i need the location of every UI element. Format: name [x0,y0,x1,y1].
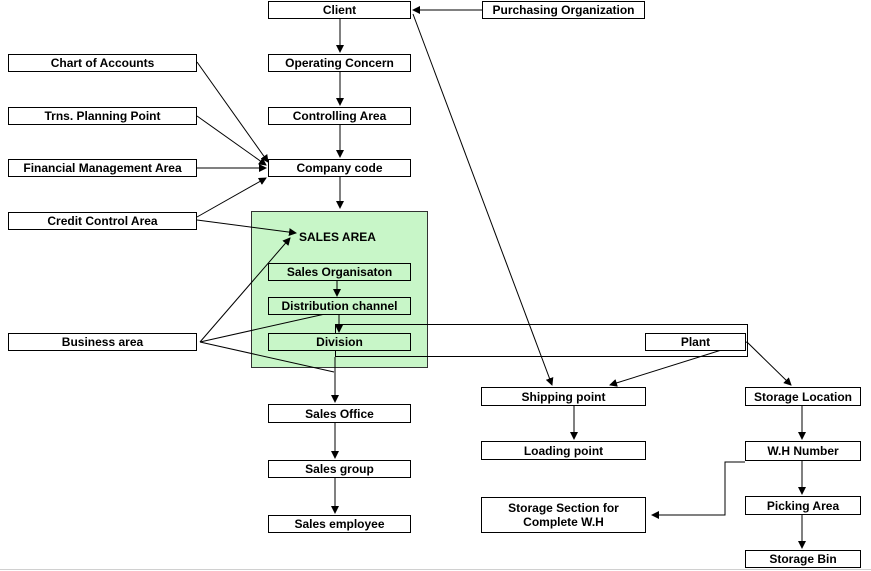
edge-business-distribution [199,311,335,343]
storage-bin-node: Storage Bin [745,550,861,568]
client-node: Client [268,1,411,19]
plant-node: Plant [645,333,746,351]
edge-chart-company [196,61,269,163]
chart-of-accounts-node: Chart of Accounts [8,54,197,72]
controlling-area-node: Controlling Area [268,107,411,125]
edge-client-shipping [412,13,554,386]
sales-employee-node: Sales employee [268,515,411,533]
edge-credit-company [196,177,267,218]
storage-section-node: Storage Section for Complete W.H [481,497,646,533]
trns-planning-point-node: Trns. Planning Point [8,107,197,125]
edge-plant-storageloc [746,341,792,386]
loading-point-node: Loading point [481,441,646,460]
division-node: Division [268,333,411,351]
distribution-channel-node: Distribution channel [268,297,411,315]
edge-business-salesarea [199,237,291,343]
company-code-node: Company code [268,159,411,177]
purchasing-organization-node: Purchasing Organization [482,1,645,19]
sales-group-node: Sales group [268,460,411,478]
financial-management-area-node: Financial Management Area [8,159,197,177]
picking-area-node: Picking Area [745,496,861,515]
edge-credit-salesarea [196,219,297,237]
edge-trns-company [196,115,267,166]
sales-organisation-node: Sales Organisaton [268,263,411,281]
edge-business-division [199,341,335,373]
wh-number-node: W.H Number [745,441,861,461]
edge-whnumber-storagesection [651,461,745,519]
shipping-point-node: Shipping point [481,387,646,406]
sales-office-node: Sales Office [268,404,411,423]
page-bottom-rule [0,569,871,570]
business-area-node: Business area [8,333,197,351]
sales-area-label: SALES AREA [299,230,376,244]
operating-concern-node: Operating Concern [268,54,411,72]
storage-location-node: Storage Location [745,387,861,406]
credit-control-area-node: Credit Control Area [8,212,197,230]
